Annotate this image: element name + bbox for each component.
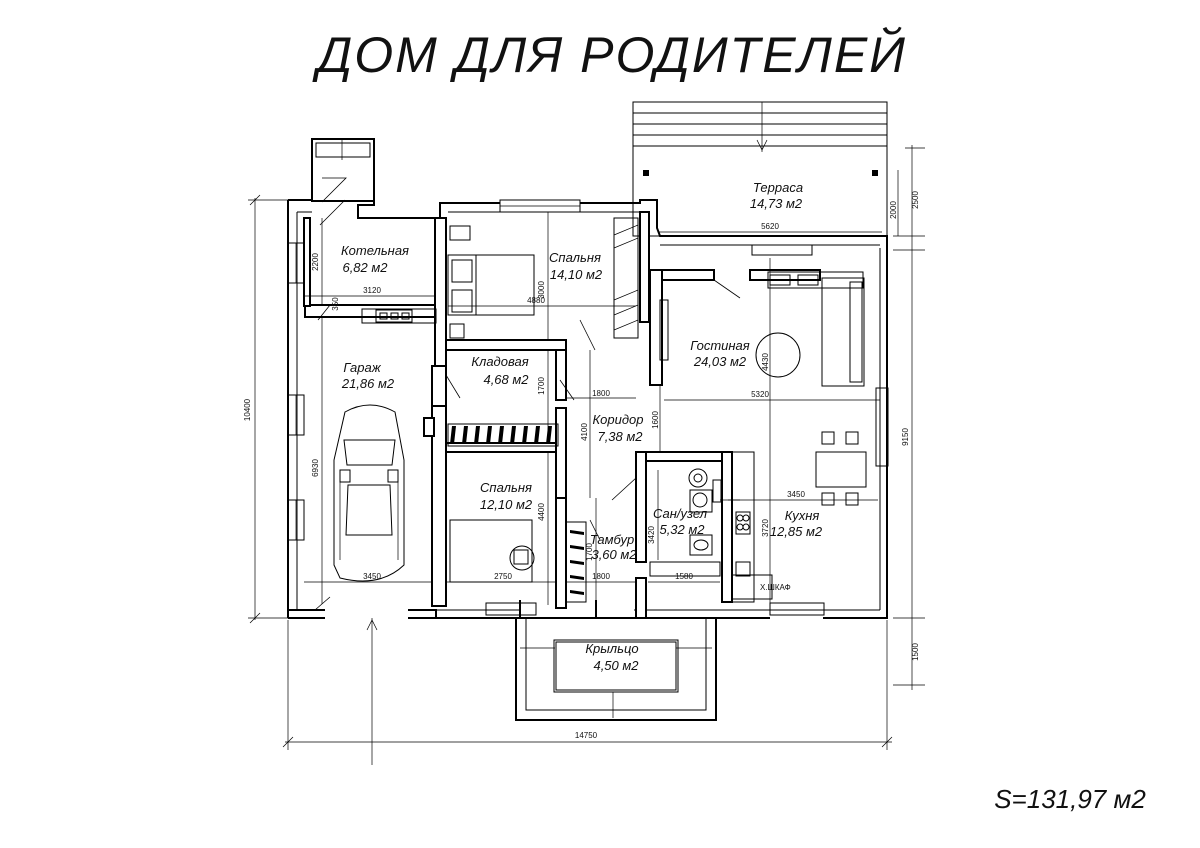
room-name-spalnya1: Спальня [549,250,601,265]
room-name-gostinaya: Гостиная [690,338,750,353]
room-name-tambur: Тамбур [590,532,635,547]
room-area-krylco: 4,50 м2 [593,658,639,673]
room-area-gostinaya: 24,03 м2 [693,354,747,369]
dim-porch-depth: 1500 [911,643,920,661]
dim-terrace-width: 5620 [761,222,779,231]
dim-terrace-depth: 2500 [911,191,920,209]
dim-bath-width: 1580 [675,572,693,581]
dim-garage-height: 6930 [311,459,320,477]
room-name-sanuzel: Сан/узел [653,506,708,521]
dim-boiler-width: 3120 [363,286,381,295]
room-area-koridor: 7,38 м2 [597,429,643,444]
fridge-label: Х.ШКАФ [760,583,791,592]
room-name-spalnya2: Спальня [480,480,532,495]
dim-storage-height: 1700 [537,377,546,395]
dim-boiler-height: 2200 [311,253,320,271]
page-title: ДОМ ДЛЯ РОДИТЕЛЕЙ [312,27,907,83]
dim-tambur-width: 1800 [592,572,610,581]
room-area-terrasa: 14,73 м2 [750,196,803,211]
room-name-garazh: Гараж [343,360,381,375]
doors [314,177,741,611]
dim-bath-height: 3420 [647,526,656,544]
room-name-koridor: Коридор [593,412,644,427]
dim-bedroom1-height: 3000 [537,281,546,299]
dim-right-height: 9150 [901,428,910,446]
dim-bedroom2-width: 2750 [494,572,512,581]
room-area-spalnya1: 14,10 м2 [550,267,603,282]
room-name-kotelnaya: Котельная [341,243,409,258]
porch [515,617,717,721]
room-area-sanuzel: 5,32 м2 [659,522,705,537]
dim-kitchen-width: 3450 [787,490,805,499]
room-name-kuhnya: Кухня [785,508,820,523]
room-area-kladovaya: 4,68 м2 [483,372,529,387]
room-area-garazh: 21,86 м2 [341,376,395,391]
room-area-kuhnya: 12,85 м2 [770,524,823,539]
windows [287,199,889,616]
room-name-kladovaya: Кладовая [471,354,528,369]
dim-corridor-width: 1800 [592,389,610,398]
room-area-kotelnaya: 6,82 м2 [342,260,388,275]
dim-bedroom1-width: 4880 [527,296,545,305]
dim-terrace-inner: 2000 [889,201,898,219]
room-name-krylco: Крыльцо [585,641,638,656]
dim-living-width: 5320 [751,390,769,399]
dim-tambur-height: 1700 [585,543,594,561]
dim-garage-width: 3450 [363,572,381,581]
terrace [632,101,888,237]
car-icon [333,404,405,582]
dimension-lines [248,145,925,765]
dim-bedroom2-height: 4400 [537,503,546,521]
dim-garage-gap: 350 [331,297,340,311]
room-area-spalnya2: 12,10 м2 [480,497,533,512]
furniture: Х.ШКАФ [333,217,867,603]
dim-total-height: 10400 [243,398,252,421]
dimension-texts: 10400 14750 9150 2500 2000 1500 5620 312… [243,191,920,740]
room-area-tambur: 3,60 м2 [591,547,637,562]
room-labels: Котельная 6,82 м2 Спальня 14,10 м2 Терра… [341,180,823,673]
dim-corridor-height: 4100 [580,423,589,441]
dim-kitchen-height: 3720 [761,519,770,537]
dim-corridor-gap: 1600 [651,411,660,429]
total-area: S=131,97 м2 [994,784,1146,814]
dim-total-width: 14750 [575,731,598,740]
room-name-terrasa: Терраса [753,180,803,195]
dim-living-height: 4430 [761,353,770,371]
